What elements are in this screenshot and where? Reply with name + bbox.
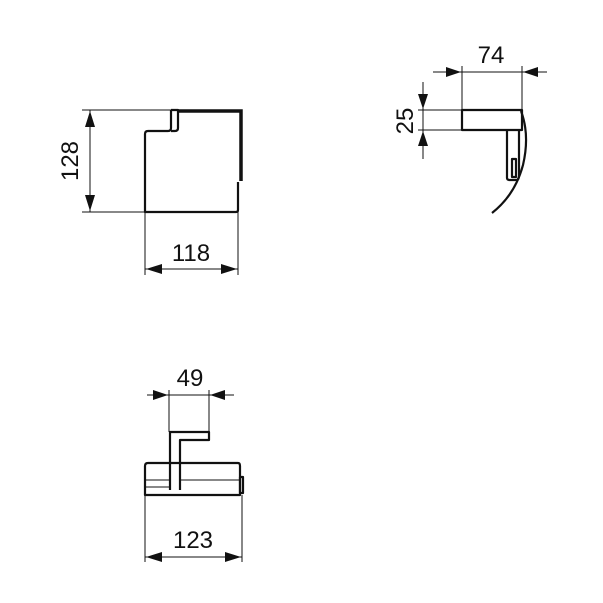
dimension-base: 123 xyxy=(144,495,243,562)
side-flap-curve xyxy=(491,110,528,214)
dimension-height: 128 xyxy=(57,109,178,213)
dimension-label-depth: 74 xyxy=(478,42,505,69)
top-view: 49 123 xyxy=(143,365,245,562)
top-stub xyxy=(238,475,245,495)
dimension-width: 118 xyxy=(144,212,239,275)
dimension-depth: 74 xyxy=(433,42,547,110)
front-view: 128 118 xyxy=(57,108,243,275)
side-arm xyxy=(460,108,524,132)
front-body-outline xyxy=(143,110,240,214)
front-back-plate xyxy=(178,109,243,181)
side-slot xyxy=(510,157,518,179)
dimension-label-height: 128 xyxy=(57,141,84,181)
dimension-label-thickness: 25 xyxy=(392,108,419,135)
top-base xyxy=(143,461,242,497)
side-view: 74 25 xyxy=(392,42,547,214)
top-hook xyxy=(168,430,211,490)
dimension-thickness: 25 xyxy=(392,82,462,159)
dimension-arm: 49 xyxy=(147,365,234,432)
dimension-label-width: 118 xyxy=(172,240,210,267)
dimension-label-base: 123 xyxy=(173,527,213,554)
front-notch xyxy=(171,108,180,133)
dimension-label-arm: 49 xyxy=(177,365,204,392)
